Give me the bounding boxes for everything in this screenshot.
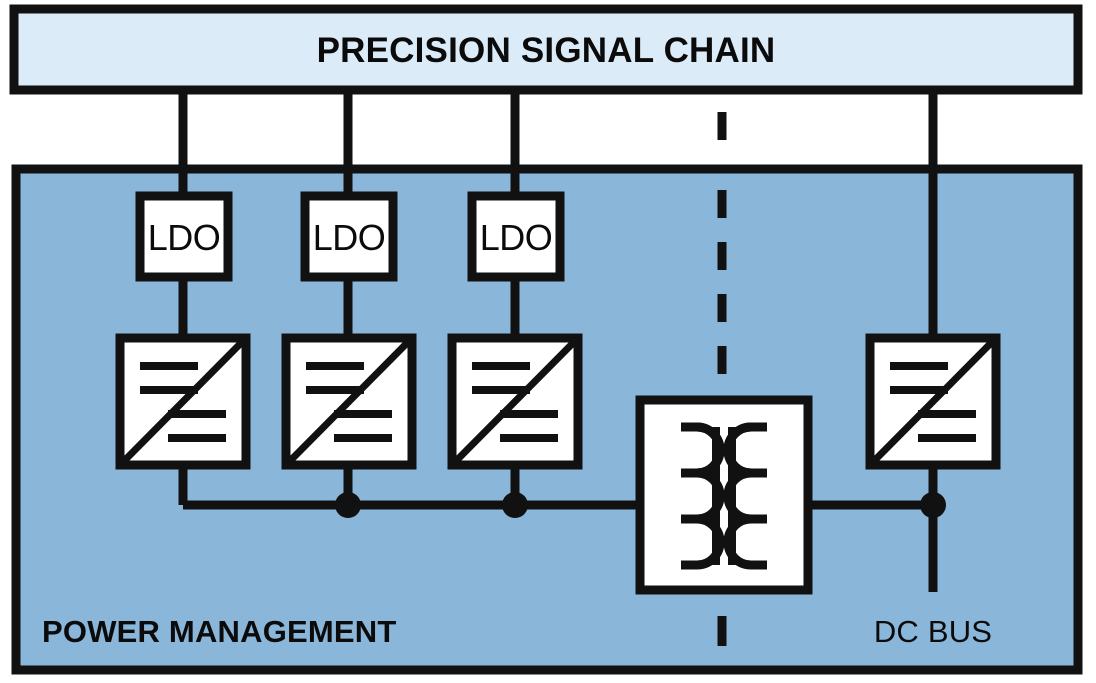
ldo-block-3-body: [467, 191, 565, 282]
dcdc-converter-3[interactable]: [447, 333, 583, 470]
ldo-to-converter-links: [178, 277, 520, 338]
ldo-block-1-body: [135, 191, 233, 282]
dcdc-converter-4-dc-in: [890, 362, 948, 394]
ldo-block-1-label: LDO: [148, 217, 221, 258]
junction-dots: [335, 492, 946, 518]
ldo-block-1[interactable]: LDO: [135, 191, 233, 282]
dcdc-converter-2-dc-in: [306, 362, 364, 394]
ldo-block-2-label: LDO: [313, 217, 386, 258]
transformer-block[interactable]: [635, 395, 813, 595]
dcdc-converter-2[interactable]: [281, 333, 417, 470]
dcdc-converter-4[interactable]: [865, 333, 1001, 470]
dcdc-converter-3-dc-in: [472, 362, 530, 394]
ldo-block-2-body: [300, 191, 398, 282]
dc-bus-label: DC BUS: [874, 614, 992, 649]
transformer-secondary-winding-extra: [723, 422, 767, 478]
dcdc-converter-1-dc-in: [140, 362, 198, 394]
dcdc-converter-2-diagonal: [287, 339, 411, 464]
power-management-label: POWER MANAGEMENT: [42, 614, 397, 649]
ldo-block-3[interactable]: LDO: [467, 191, 565, 282]
page-title: PRECISION SIGNAL CHAIN: [317, 31, 776, 70]
ldo-block-group: LDO LDO LDO: [135, 191, 565, 282]
signal-chain-feeders: [178, 90, 938, 338]
dcdc-converter-2-dc-out: [334, 410, 392, 442]
dcdc-converter-3-diagonal: [453, 339, 577, 464]
dcdc-converter-1-diagonal: [121, 339, 245, 464]
dcdc-converter-4-dc-out: [918, 410, 976, 442]
dcdc-converter-1-dc-out: [168, 410, 226, 442]
junction-dot-3: [920, 492, 946, 518]
precision-signal-chain-section: [9, 4, 1083, 95]
dcdc-converter-4-diagonal: [871, 339, 995, 464]
dcdc-converter-3-dc-out: [500, 410, 558, 442]
junction-dot-2: [502, 492, 528, 518]
dcdc-converter-1[interactable]: [115, 333, 251, 470]
junction-dot-1: [335, 492, 361, 518]
dcdc-converter-group: [115, 333, 1001, 470]
ldo-block-3-label: LDO: [480, 217, 553, 258]
ldo-block-2[interactable]: LDO: [300, 191, 398, 282]
